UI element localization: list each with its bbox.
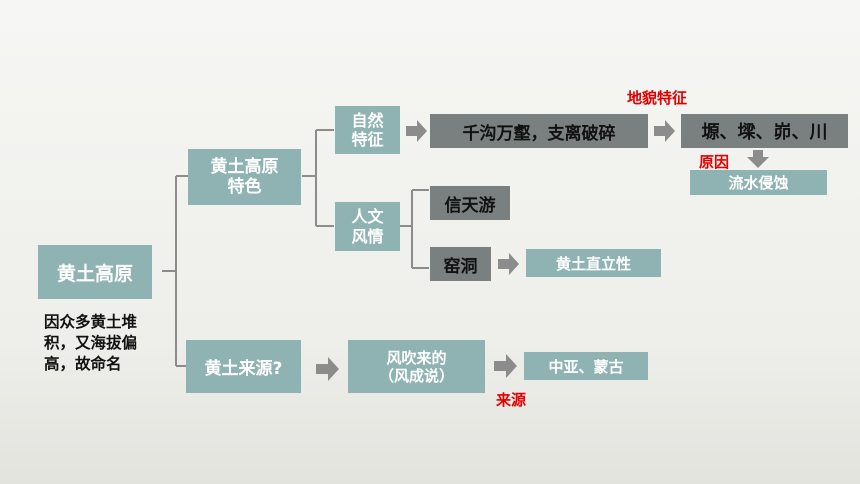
node-landforms: 塬、墚、峁、川 — [681, 114, 848, 148]
node-vertical: 黄土直立性 — [526, 249, 661, 277]
node-cave-dwelling: 窑洞 — [430, 247, 491, 281]
node-natural-line2: 特征 — [351, 130, 384, 149]
node-natural-line1: 自然 — [351, 110, 384, 130]
node-wind-blown-line1: 风吹来的 — [386, 348, 447, 367]
brace-features — [302, 129, 334, 227]
node-features-line2: 特色 — [227, 177, 262, 197]
node-culture-line1: 人文 — [351, 207, 384, 227]
node-xintianyou: 信天游 — [430, 186, 510, 220]
brace-culture — [400, 189, 429, 269]
node-features: 黄土高原 特色 — [188, 149, 301, 205]
node-wind-blown: 风吹来的 （风成说） — [348, 340, 485, 393]
arrow-cave-vertical — [498, 253, 519, 275]
note-name-origin: 因众多黄土堆积，又海拔偏高，故命名 — [44, 313, 138, 373]
node-ravines: 千沟万壑，支离破碎 — [430, 114, 648, 148]
brace-root — [162, 175, 188, 367]
node-features-line1: 黄土高原 — [210, 156, 279, 177]
node-erosion: 流水侵蚀 — [690, 170, 827, 195]
node-culture-line2: 风情 — [351, 226, 384, 246]
arrow-wind-asia — [494, 354, 517, 378]
arrow-natural-ravines — [406, 120, 427, 142]
node-loess-plateau: 黄土高原 — [38, 245, 152, 299]
node-wind-blown-line2: （风成说） — [378, 366, 454, 385]
node-origin-question: 黄土来源? — [186, 340, 301, 393]
node-natural: 自然 特征 — [335, 106, 400, 154]
arrow-down-erosion — [747, 150, 769, 168]
node-culture: 人文 风情 — [335, 202, 400, 251]
annotation-landform-features: 地貌特征 — [627, 89, 688, 107]
annotation-source: 来源 — [496, 391, 527, 409]
node-central-asia: 中亚、蒙古 — [524, 352, 648, 380]
arrow-origin-wind — [316, 357, 339, 381]
annotation-cause: 原因 — [699, 153, 730, 171]
arrow-ravines-landforms — [654, 120, 675, 142]
